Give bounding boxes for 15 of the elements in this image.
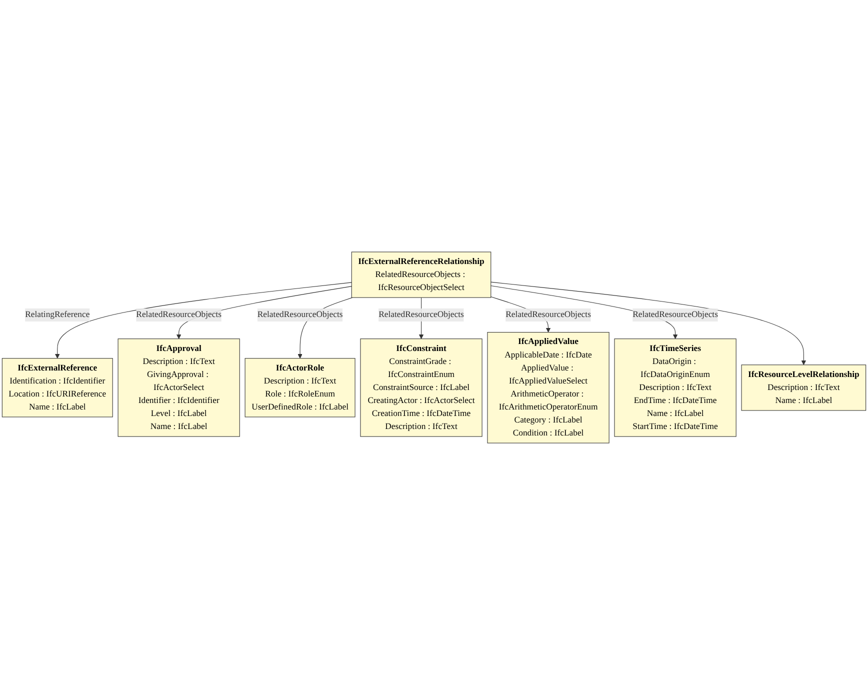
node-box: IfcActorRole Description : IfcText Role : IfcRoleEnum UserDefinedRole : IfcLabel — [244, 358, 356, 418]
edge-label: RelatedResourceObjects — [378, 310, 464, 320]
node-box: IfcAppliedValue ApplicableDate : IfcDate AppliedValue : IfcAppliedValueSelect ArithmeticOperator : IfcArithmeticOperatorEnum Category : IfcLabel Condition : IfcLabel — [487, 332, 610, 444]
node-box: IfcExternalReferenceRelationship RelatedResourceObjects : IfcResourceObjectSelect — [351, 252, 492, 298]
edge-label: RelatedResourceObjects — [136, 310, 222, 320]
node-box: IfcResourceLevelRelationship Description : IfcText Name : IfcLabel — [741, 364, 866, 411]
edge-label: RelatedResourceObjects — [506, 310, 591, 320]
edge-label: RelatedResourceObjects — [257, 310, 343, 320]
node-box: IfcConstraint ConstraintGrade : IfcConstraintEnum ConstraintSource : IfcLabel CreatingActor : IfcActorSelect CreationTime : IfcDateTime Description : IfcText — [360, 338, 482, 437]
arrow — [176, 286, 352, 340]
edge-label: RelatedResourceObjects — [632, 310, 718, 320]
node-box: IfcApproval Description : IfcText GivingApproval : IfcActorSelect Identifier : IfcIdentifier Level : IfcLabel Name : IfcLabel — [118, 338, 240, 437]
node-box: IfcExternalReference Identification : IfcIdentifier Location : IfcURIReference Name : IfcLabel — [2, 358, 113, 418]
edge-label: RelatingReference — [25, 310, 90, 320]
node-box: IfcTimeSeries DataOrigin : IfcDataOriginEnum Description : IfcText EndTime : IfcDateTime Name : IfcLabel StartTime : IfcDateTime — [614, 338, 736, 437]
